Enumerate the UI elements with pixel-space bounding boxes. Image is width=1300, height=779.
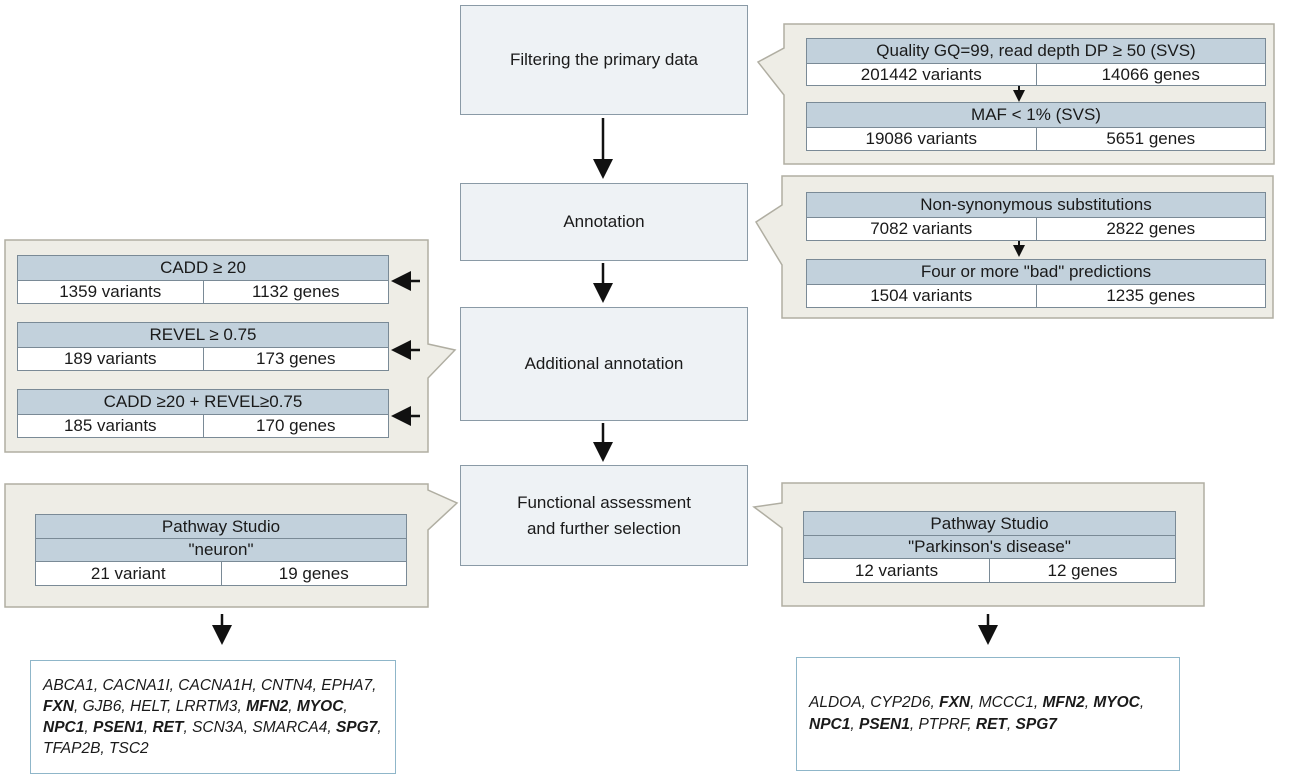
gene-ptprf: PTPRF	[918, 716, 968, 733]
gene-tfap2b: TFAP2B	[43, 740, 101, 757]
cadd-genes: 1132 genes	[202, 281, 389, 303]
gene-psen1: PSEN1	[92, 719, 144, 736]
parkinson-variants: 12 variants	[854, 560, 939, 580]
gene-mfn2: MFN2	[1042, 694, 1085, 711]
gene-spg7: SPG7	[335, 719, 378, 736]
gene-epha7: EPHA7	[321, 677, 373, 694]
parkinson-genes: 12 genes	[989, 559, 1175, 582]
maf-genes: 5651 genes	[1035, 128, 1266, 150]
neuron-counts: 21 variant 19 genes	[35, 561, 407, 586]
neuron-genes: 19 genes	[220, 562, 407, 585]
quality-variants: 201442 variants	[860, 64, 982, 84]
gene-cacna1i: CACNA1I	[102, 677, 170, 694]
neuron-query: "neuron"	[35, 538, 407, 562]
gene-psen1: PSEN1	[858, 716, 910, 733]
parkinson-counts: 12 variants 12 genes	[803, 558, 1176, 583]
gene-gjb6: GJB6	[82, 698, 122, 715]
gene-fxn: FXN	[939, 694, 971, 711]
quality-genes: 14066 genes	[1035, 64, 1266, 85]
step-annotation: Annotation	[460, 183, 748, 261]
gene-helt: HELT	[130, 698, 168, 715]
criterion-both-counts: 185 variants 170 genes	[17, 414, 389, 438]
gene-npc1: NPC1	[809, 716, 851, 733]
criterion-cadd-title: CADD ≥ 20	[17, 255, 389, 281]
both-genes: 170 genes	[202, 415, 389, 437]
criterion-cadd-counts: 1359 variants 1132 genes	[17, 280, 389, 304]
gene-scn3a: SCN3A	[192, 719, 244, 736]
criterion-maf-title: MAF < 1% (SVS)	[806, 102, 1266, 128]
gene-spg7: SPG7	[1015, 716, 1057, 733]
step-additional-annotation: Additional annotation	[460, 307, 748, 421]
criterion-maf-counts: 19086 variants 5651 genes	[806, 127, 1266, 151]
gene-ret: RET	[152, 719, 184, 736]
criterion-bad-counts: 1504 variants 1235 genes	[806, 284, 1266, 308]
cadd-variants: 1359 variants	[59, 282, 162, 301]
bad-variants: 1504 variants	[870, 286, 973, 305]
step-functional-assessment: Functional assessment and further select…	[460, 465, 748, 566]
both-variants: 185 variants	[63, 416, 157, 435]
nonsyn-variants: 7082 variants	[870, 219, 973, 238]
gene-cntn4: CNTN4	[260, 677, 313, 694]
gene-smarca4: SMARCA4	[252, 719, 328, 736]
criterion-quality-counts: 201442 variants 14066 genes	[806, 63, 1266, 86]
neuron-gene-list: ABCA1, CACNA1I, CACNA1H, CNTN4, EPHA7, F…	[30, 660, 396, 774]
gene-tsc2: TSC2	[109, 740, 149, 757]
step-filtering: Filtering the primary data	[460, 5, 748, 115]
criterion-both-title: CADD ≥20 + REVEL≥0.75	[17, 389, 389, 415]
gene-mfn2: MFN2	[246, 698, 289, 715]
neuron-tool-title: Pathway Studio	[35, 514, 407, 539]
gene-npc1: NPC1	[43, 719, 85, 736]
gene-lrrtm3: LRRTM3	[175, 698, 238, 715]
criterion-revel-title: REVEL ≥ 0.75	[17, 322, 389, 348]
gene-myoc: MYOC	[296, 698, 344, 715]
neuron-variants: 21 variant	[90, 563, 166, 583]
parkinson-gene-list: ALDOA, CYP2D6, FXN, MCCC1, MFN2, MYOC, N…	[796, 657, 1180, 771]
gene-abca1: ABCA1	[43, 677, 94, 694]
gene-cacna1h: CACNA1H	[178, 677, 253, 694]
parkinson-gene-list-text: ALDOA, CYP2D6, FXN, MCCC1, MFN2, MYOC, N…	[809, 694, 1145, 733]
criterion-nonsyn-counts: 7082 variants 2822 genes	[806, 217, 1266, 241]
maf-variants: 19086 variants	[865, 129, 978, 148]
nonsyn-genes: 2822 genes	[1035, 218, 1266, 240]
gene-myoc: MYOC	[1093, 694, 1140, 711]
gene-ret: RET	[975, 716, 1007, 733]
parkinson-tool-title: Pathway Studio	[803, 511, 1176, 536]
criterion-nonsyn-title: Non-synonymous substitutions	[806, 192, 1266, 218]
parkinson-query: "Parkinson's disease"	[803, 535, 1176, 559]
gene-mccc1: MCCC1	[978, 694, 1034, 711]
criterion-bad-title: Four or more "bad" predictions	[806, 259, 1266, 285]
gene-cyp2d6: CYP2D6	[870, 694, 931, 711]
gene-aldoa: ALDOA	[809, 694, 862, 711]
gene-fxn: FXN	[43, 698, 74, 715]
revel-genes: 173 genes	[202, 348, 389, 370]
criterion-quality-title: Quality GQ=99, read depth DP ≥ 50 (SVS)	[806, 38, 1266, 64]
criterion-revel-counts: 189 variants 173 genes	[17, 347, 389, 371]
revel-variants: 189 variants	[63, 349, 157, 368]
bad-genes: 1235 genes	[1035, 285, 1266, 307]
